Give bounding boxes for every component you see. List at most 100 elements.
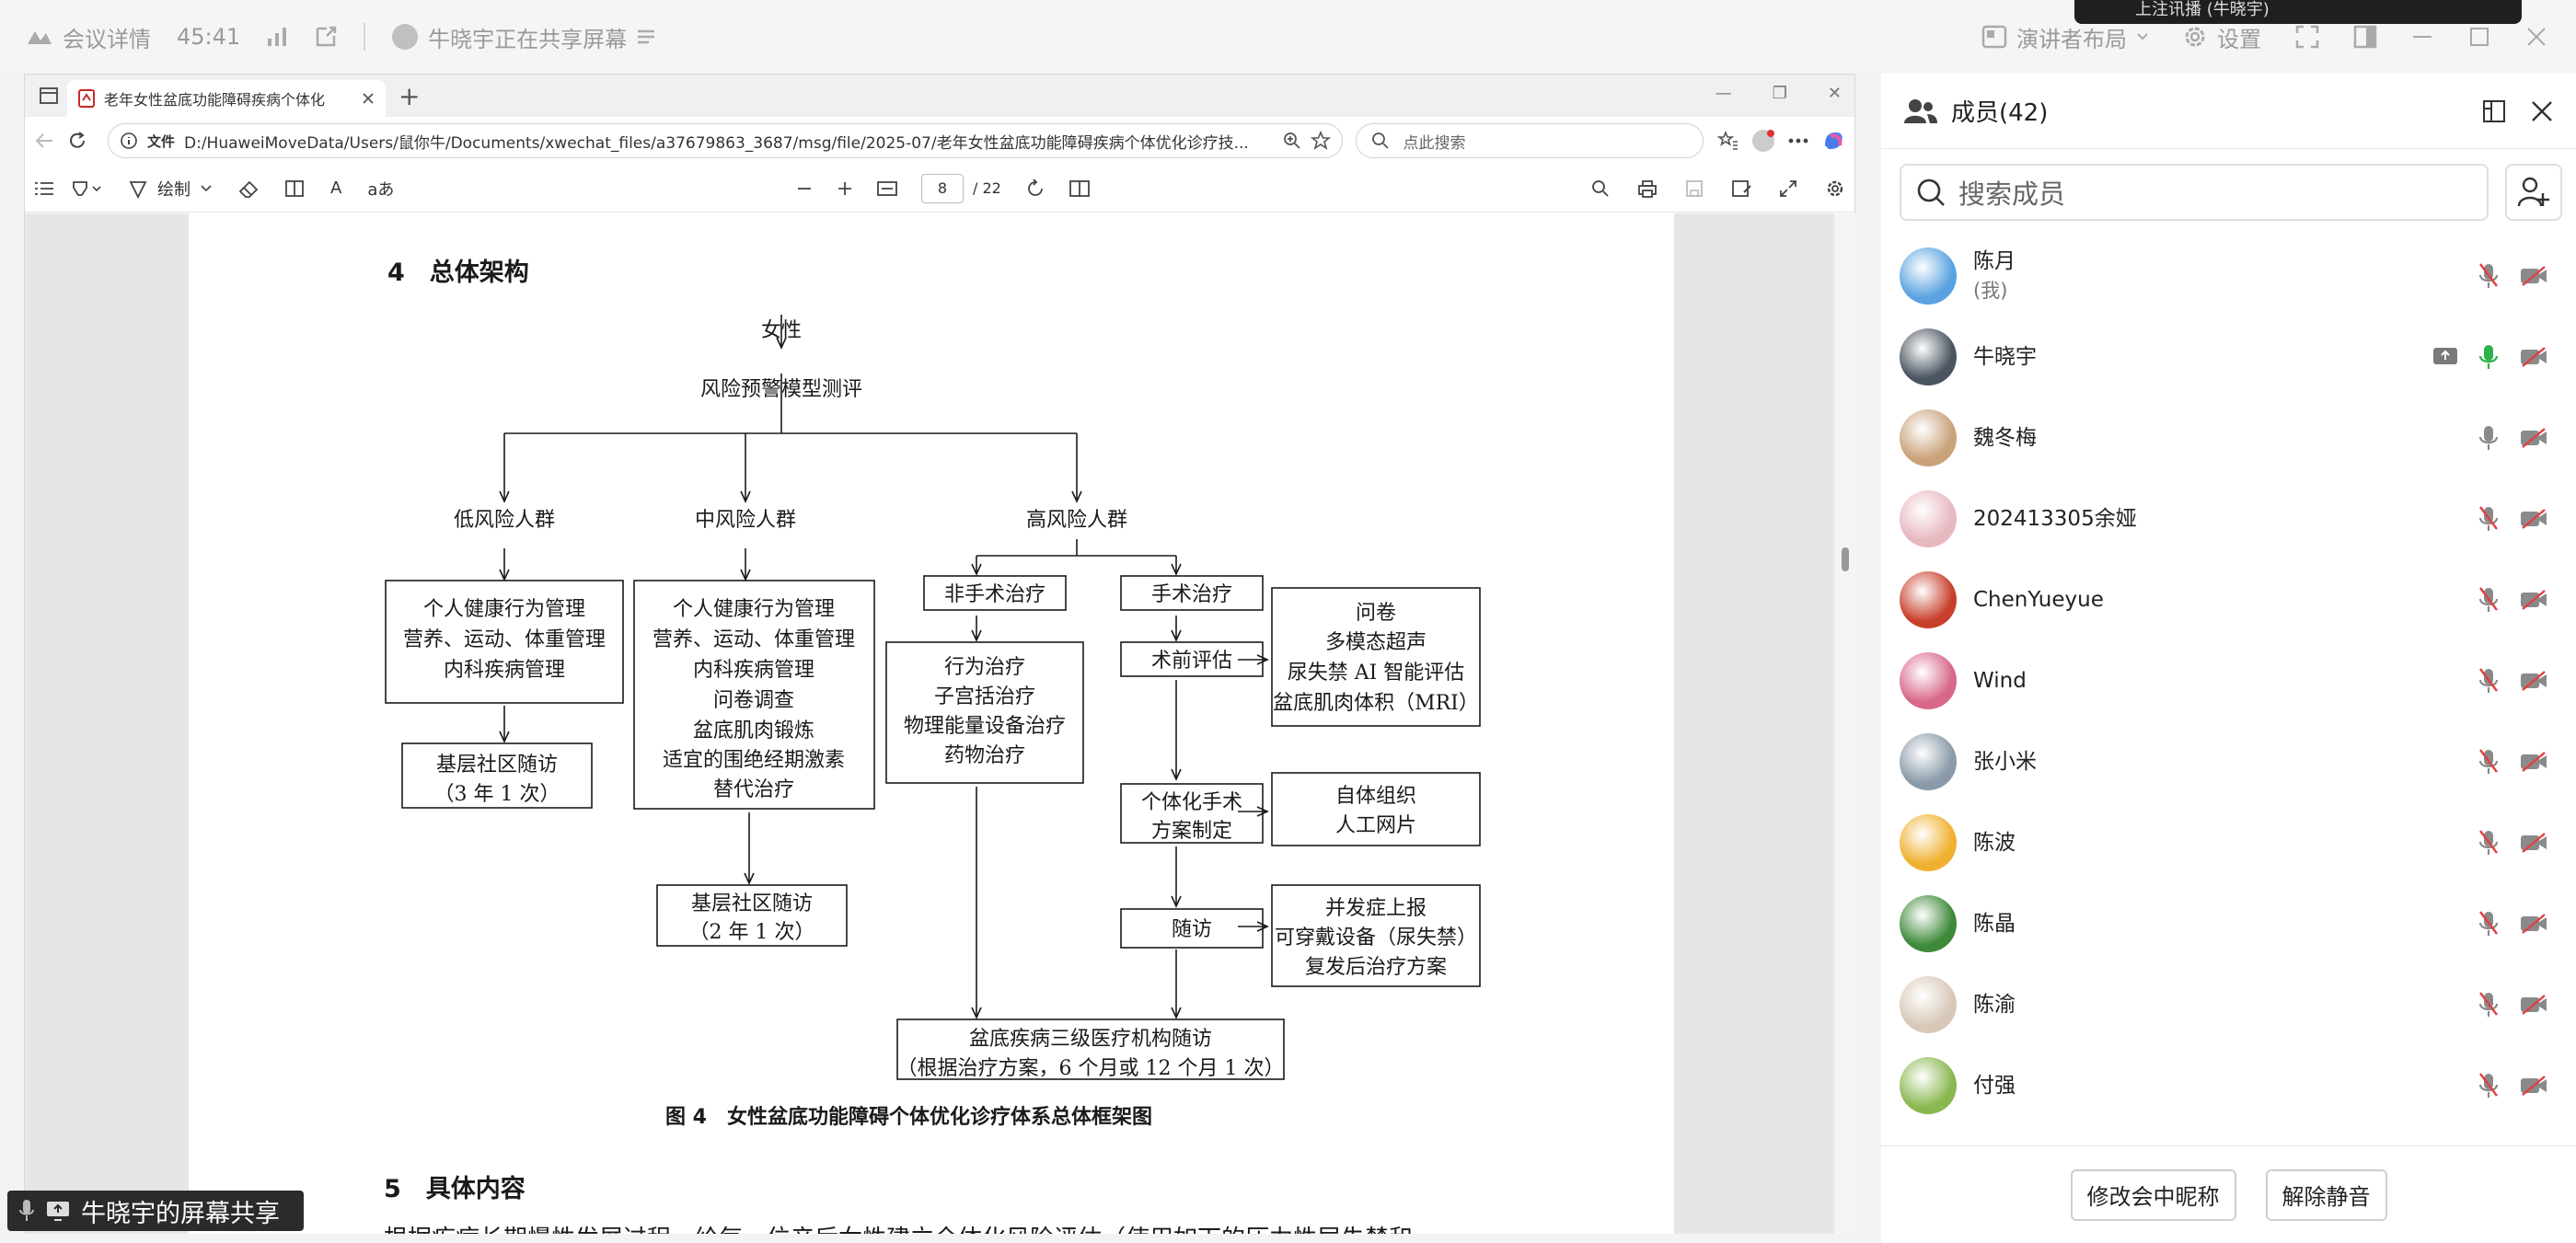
new-tab-button[interactable]: +	[399, 80, 421, 111]
browser-restore-icon[interactable]: ❐	[1772, 84, 1787, 103]
camera-off-icon[interactable]	[2519, 751, 2548, 773]
mic-muted-icon[interactable]	[2478, 505, 2499, 533]
text-size-button[interactable]: A	[330, 178, 342, 198]
mic-muted-icon[interactable]	[2478, 586, 2499, 614]
mic-muted-icon[interactable]	[2478, 910, 2499, 938]
member-row[interactable]: 陈月(我)	[1881, 236, 2576, 317]
search-box[interactable]: 点此搜索	[1356, 123, 1704, 158]
expand-icon[interactable]	[1779, 179, 1797, 198]
camera-off-icon[interactable]	[2519, 913, 2548, 935]
pdf-settings-icon[interactable]	[1825, 178, 1845, 199]
member-name-block: 202413305余娅	[1973, 504, 2137, 534]
copilot-icon[interactable]	[1821, 129, 1845, 153]
fullscreen-icon[interactable]	[2294, 24, 2320, 50]
member-row[interactable]: 202413305余娅	[1881, 478, 2576, 559]
more-icon[interactable]	[1788, 138, 1808, 144]
refresh-icon[interactable]	[67, 131, 87, 151]
find-icon[interactable]	[1591, 179, 1610, 198]
member-row[interactable]: 魏冬梅	[1881, 397, 2576, 478]
preop-line: 多模态超声	[1325, 631, 1427, 654]
read-aloud-button[interactable]: aあ	[367, 179, 395, 200]
highlight-icon[interactable]	[71, 178, 102, 199]
member-row[interactable]: Wind	[1881, 640, 2576, 721]
eraser-icon[interactable]	[238, 178, 259, 199]
rename-button[interactable]: 修改会中昵称	[2070, 1168, 2236, 1221]
camera-off-icon[interactable]	[2519, 265, 2548, 287]
popout-panel-icon[interactable]	[2482, 99, 2506, 123]
browser-tab-pdf[interactable]: 老年女性盆底功能障碍疾病个体化	[67, 80, 386, 117]
member-row[interactable]: ChenYueyue	[1881, 559, 2576, 640]
mic-icon[interactable]	[2478, 424, 2499, 452]
vertical-scrollbar[interactable]	[1834, 213, 1856, 1234]
camera-off-icon[interactable]	[2519, 589, 2548, 611]
draw-label: 绘制	[157, 179, 191, 200]
fit-width-icon[interactable]	[877, 180, 897, 197]
member-status-icons	[2478, 640, 2548, 721]
invite-member-button[interactable]	[2505, 164, 2562, 221]
camera-off-icon[interactable]	[2519, 508, 2548, 530]
browser-close-icon[interactable]: ✕	[1827, 84, 1842, 103]
mic-muted-icon[interactable]	[2478, 748, 2499, 776]
browser-minimize-icon[interactable]: —	[1715, 84, 1732, 103]
page-number-input[interactable]: 8	[921, 173, 964, 203]
close-icon[interactable]	[2524, 25, 2548, 49]
camera-off-icon[interactable]	[2519, 670, 2548, 692]
popout-button[interactable]	[314, 25, 338, 49]
sidebar-toggle-icon[interactable]	[2353, 25, 2377, 49]
url-bar[interactable]: 文件 D:/HuaweiMoveData/Users/鼠你牛/Documents…	[108, 123, 1344, 158]
signal-button[interactable]	[266, 26, 288, 48]
star-icon[interactable]	[1311, 131, 1332, 151]
zoom-out-icon[interactable]	[796, 180, 813, 197]
tab-actions-icon[interactable]	[40, 87, 58, 104]
camera-off-icon[interactable]	[2519, 1075, 2548, 1097]
back-icon[interactable]	[34, 131, 54, 151]
unmute-all-button[interactable]: 解除静音	[2265, 1168, 2387, 1221]
member-row[interactable]: 张小米	[1881, 721, 2576, 802]
zoom-icon[interactable]	[1283, 132, 1301, 150]
minimize-icon[interactable]	[2410, 25, 2434, 49]
mic-icon[interactable]	[2478, 343, 2499, 371]
member-row[interactable]: 陈晶	[1881, 883, 2576, 964]
camera-off-icon[interactable]	[2519, 832, 2548, 854]
profile-avatar[interactable]	[1751, 129, 1775, 153]
contents-icon[interactable]	[34, 180, 54, 197]
mic-muted-icon[interactable]	[2478, 262, 2499, 290]
member-row[interactable]: 牛晓宇	[1881, 317, 2576, 397]
tab-close-icon[interactable]	[362, 92, 375, 105]
layout-button[interactable]: 演讲者布局	[1981, 21, 2149, 53]
preop-line: 尿失禁 AI 智能评估	[1288, 662, 1465, 685]
favorites-icon[interactable]	[1716, 131, 1739, 151]
close-panel-icon[interactable]	[2530, 99, 2554, 123]
draw-tool-button[interactable]: 绘制	[128, 177, 213, 201]
pdf-viewer[interactable]: 4 总体架构	[25, 213, 1856, 1234]
member-row[interactable]: 付强	[1881, 1045, 2576, 1126]
address-bar-row: 文件 D:/HuaweiMoveData/Users/鼠你牛/Documents…	[25, 117, 1854, 165]
divider	[364, 23, 366, 51]
zoom-in-icon[interactable]	[837, 180, 853, 197]
mic-muted-icon[interactable]	[2478, 1072, 2499, 1099]
scrollbar-thumb[interactable]	[1842, 547, 1849, 571]
member-row[interactable]: 陈渝	[1881, 964, 2576, 1045]
mic-muted-icon[interactable]	[2478, 667, 2499, 695]
camera-off-icon[interactable]	[2519, 427, 2548, 449]
plan-detail-line: 自体组织	[1335, 785, 1416, 808]
settings-button[interactable]: 设置	[2182, 21, 2261, 53]
sharing-status[interactable]: 牛晓宇正在共享屏幕	[391, 21, 656, 53]
text-box-icon[interactable]	[284, 178, 305, 199]
sharing-status-text: 牛晓宇正在共享屏幕	[428, 26, 628, 52]
save-as-icon[interactable]	[1731, 179, 1751, 198]
print-icon[interactable]	[1637, 178, 1658, 199]
maximize-icon[interactable]	[2467, 25, 2491, 49]
camera-off-icon[interactable]	[2519, 346, 2548, 368]
member-row[interactable]: 陈波	[1881, 802, 2576, 883]
member-search-input[interactable]: 搜索成员	[1900, 164, 2489, 221]
save-icon[interactable]	[1685, 179, 1704, 198]
mic-muted-icon[interactable]	[2478, 829, 2499, 857]
camera-off-icon[interactable]	[2519, 994, 2548, 1016]
meeting-details-button[interactable]: 会议详情	[26, 21, 151, 53]
rotate-icon[interactable]	[1025, 178, 1045, 199]
page-view-icon[interactable]	[1069, 179, 1090, 198]
mic-muted-icon[interactable]	[2478, 991, 2499, 1019]
